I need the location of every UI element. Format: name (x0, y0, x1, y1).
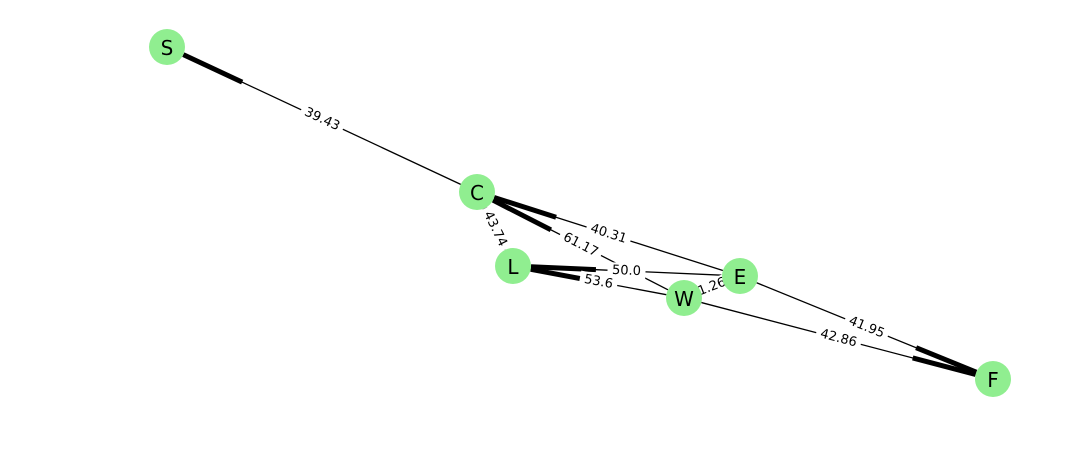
node-C[interactable]: C (459, 174, 495, 210)
edge-label-E-L: 50.0 (607, 262, 646, 280)
node-circle[interactable] (722, 258, 758, 294)
edge-arrowhead-C-S (182, 52, 244, 85)
edge-arrowhead-W-F (912, 355, 977, 377)
edge-label-background (814, 324, 863, 353)
node-label: E (734, 265, 747, 289)
node-L[interactable]: L (495, 248, 531, 284)
edge-label-background (297, 102, 347, 137)
node-circle[interactable] (975, 361, 1011, 397)
edge-label-background (584, 219, 633, 249)
edge-weight-label: 43.74 (480, 209, 510, 249)
edge-label-C-S: 39.43 (297, 102, 347, 137)
edge-arrowhead-E-L (530, 264, 597, 273)
edge-label-background (691, 272, 733, 302)
node-label: C (470, 181, 484, 205)
node-label: W (674, 287, 694, 311)
edge-label-W-L: 53.6 (578, 270, 619, 294)
edge-label-L-C: 43.74 (477, 204, 513, 254)
edge-label-background (477, 204, 513, 254)
node-circle[interactable] (495, 248, 531, 284)
edge-label-background (607, 262, 646, 280)
edge-label-background (842, 311, 891, 344)
node-circle[interactable] (459, 174, 495, 210)
edge-label-background (578, 270, 619, 294)
node-circle[interactable] (149, 29, 185, 65)
edge-arrowhead-E-C (493, 195, 557, 220)
nodes-layer: S C L E W F (149, 29, 1011, 397)
node-W[interactable]: W (666, 280, 702, 316)
node-label: L (507, 255, 519, 279)
node-label: F (987, 368, 999, 392)
edge-arrowhead-W-C (491, 197, 553, 233)
edge-weight-label: 39.43 (302, 105, 342, 134)
edge-weight-label: 53.6 (583, 272, 614, 292)
edge-arrowhead-E-F (915, 345, 978, 375)
edge-label-background (556, 227, 605, 263)
node-S[interactable]: S (149, 29, 185, 65)
edge-weight-label: 50.0 (612, 263, 642, 279)
node-E[interactable]: E (722, 258, 758, 294)
node-label: S (161, 36, 174, 60)
node-F[interactable]: F (975, 361, 1011, 397)
node-circle[interactable] (666, 280, 702, 316)
